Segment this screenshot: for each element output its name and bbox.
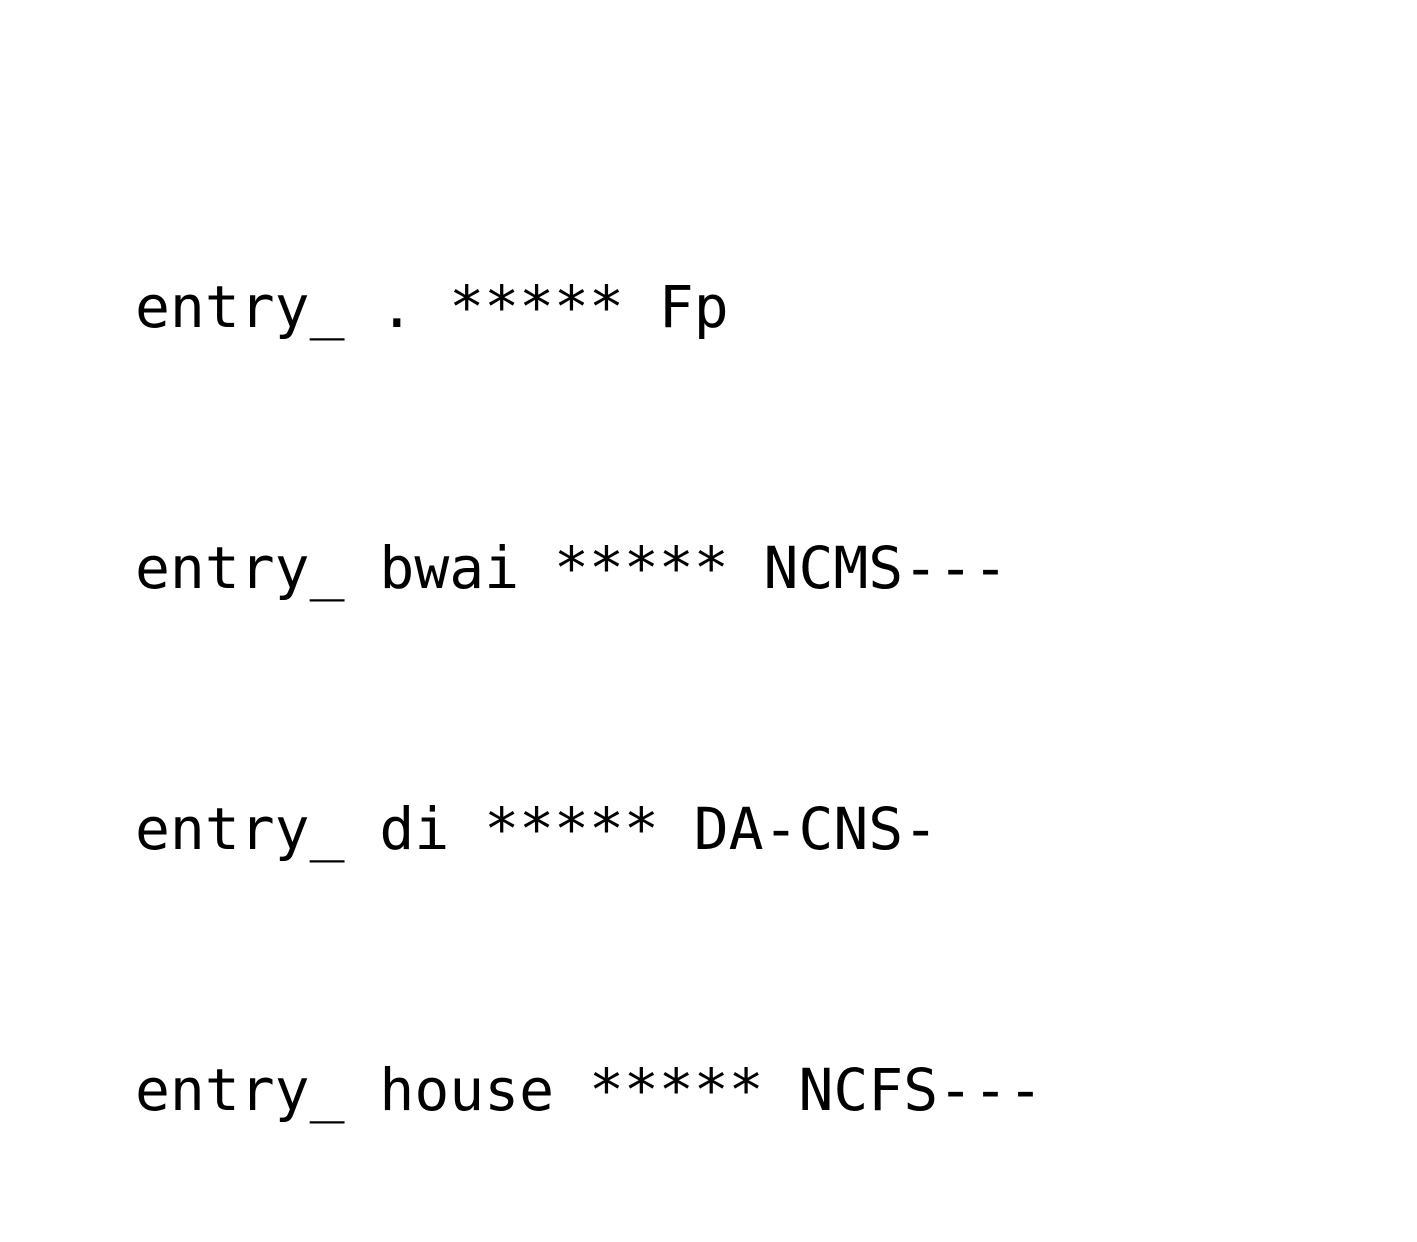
text-line: entry_ di ***** DA-CNS- [135, 795, 939, 863]
text-line: entry_ house ***** NCFS--- [135, 1056, 1043, 1124]
text-content: entry_ . ***** Fp entry_ bwai ***** NCMS… [135, 90, 1043, 1242]
text-line: entry_ bwai ***** NCMS--- [135, 534, 1008, 602]
text-line: entry_ . ***** Fp [135, 273, 729, 341]
